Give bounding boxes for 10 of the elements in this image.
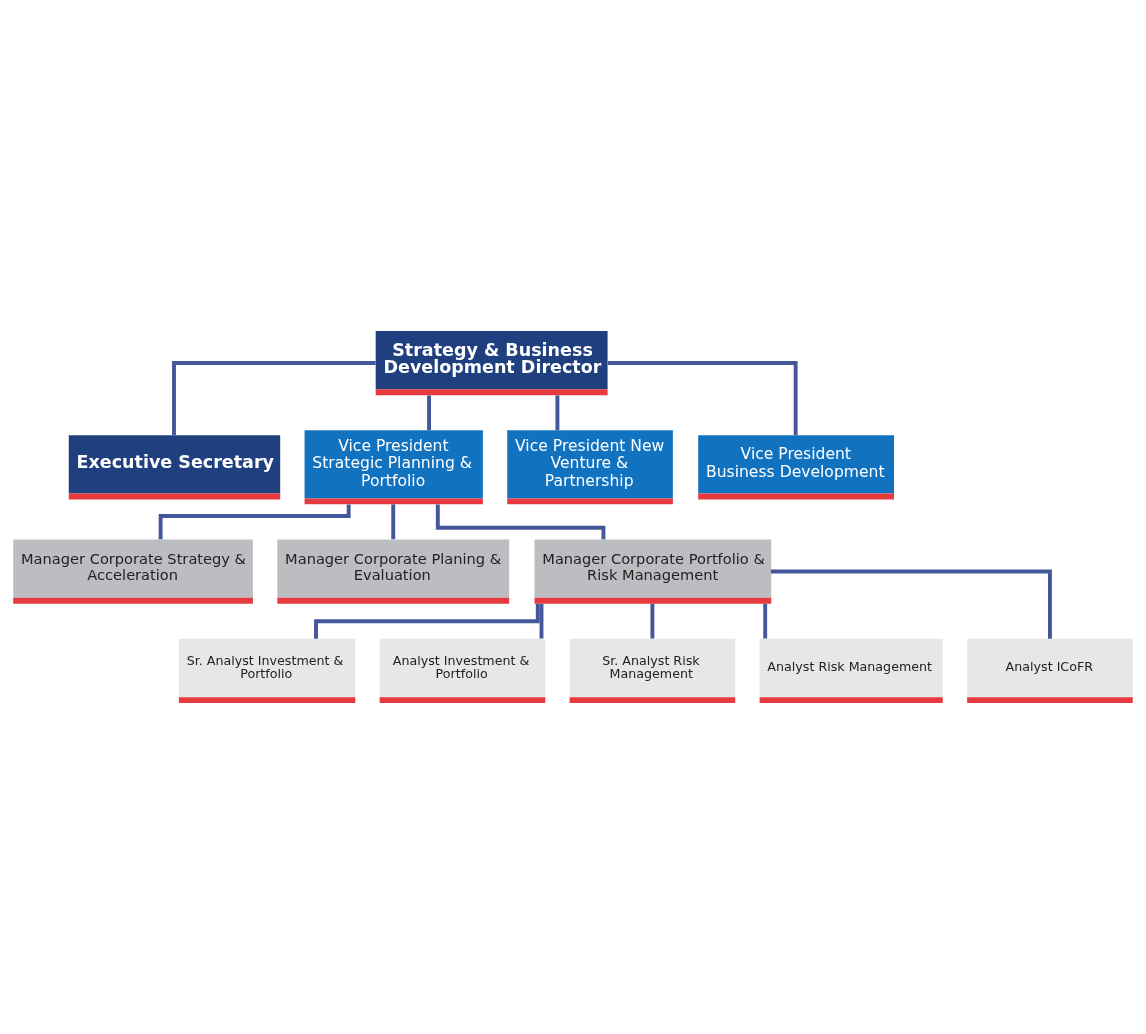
connector [607, 361, 798, 435]
connector [555, 395, 560, 431]
connector [650, 603, 655, 639]
connector [427, 395, 431, 431]
connector [770, 569, 1052, 639]
connector [172, 361, 376, 435]
connector [391, 504, 396, 540]
connector [314, 603, 540, 639]
connector [539, 603, 544, 639]
connector [763, 603, 768, 639]
